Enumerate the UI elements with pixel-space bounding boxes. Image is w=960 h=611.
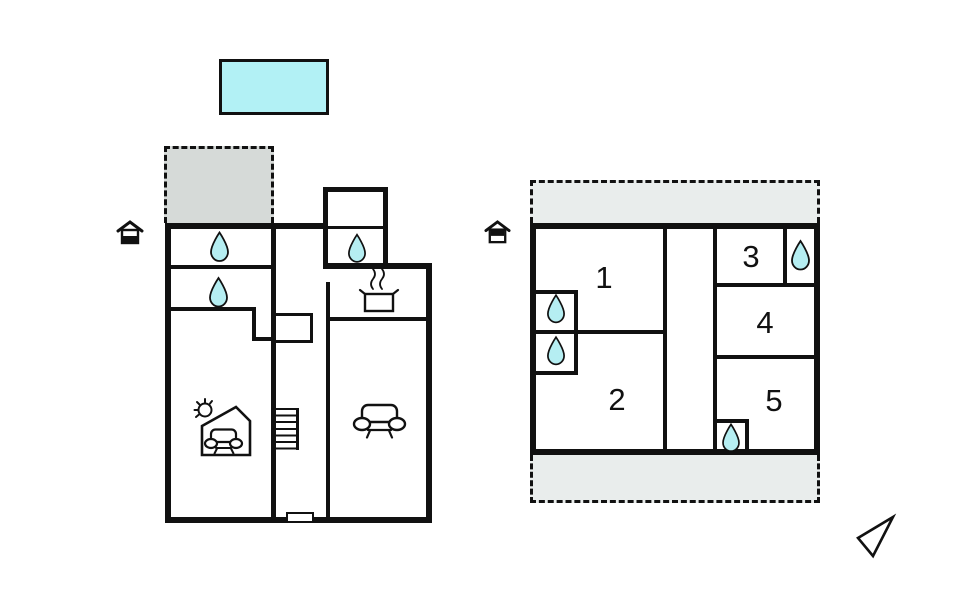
room-4-label: 4 (756, 305, 774, 340)
water-drop-icon (791, 239, 810, 271)
wall-segment (536, 330, 663, 334)
wall-segment (745, 419, 749, 455)
wall-segment (252, 307, 256, 341)
wall-segment (276, 340, 313, 343)
wall-segment (326, 317, 426, 321)
wall-segment (663, 229, 667, 449)
wall-segment (713, 419, 749, 423)
cooking-pot-icon (358, 268, 400, 313)
wall-segment (574, 290, 578, 375)
water-drop-icon (547, 293, 565, 324)
swimming-pool (219, 59, 329, 115)
water-drop-icon (547, 335, 565, 366)
terrace (530, 180, 820, 223)
door-threshold (286, 512, 314, 523)
wall-segment (326, 282, 330, 517)
wall-segment (426, 265, 432, 523)
wall-segment (165, 223, 171, 523)
water-drop-icon (722, 423, 740, 452)
wall-segment (165, 223, 328, 229)
wall-segment (323, 187, 328, 266)
wall-segment (323, 187, 388, 192)
entrance-house-icon (484, 220, 511, 244)
room-1-label: 1 (595, 260, 613, 295)
wall-segment (276, 313, 313, 316)
wall-segment (323, 263, 432, 269)
wall-segment (165, 265, 276, 269)
terrace (164, 146, 274, 223)
wall-segment (310, 313, 313, 343)
wall-segment (530, 223, 536, 455)
terrace (530, 455, 820, 503)
stairs (274, 408, 299, 450)
wall-segment (530, 449, 820, 455)
water-drop-icon (210, 231, 229, 262)
sofa-bed-house-icon (193, 398, 252, 457)
wall-segment (328, 226, 383, 229)
water-drop-icon (348, 233, 366, 263)
wall-segment (713, 229, 717, 449)
room-3-label: 3 (742, 239, 760, 274)
wall-segment (383, 187, 388, 266)
wall-segment (713, 283, 820, 287)
wall-segment (536, 371, 577, 375)
wall-segment (252, 337, 276, 341)
wall-segment (530, 223, 820, 229)
wall-segment (271, 229, 276, 517)
north-arrow-icon (856, 513, 897, 559)
wall-segment (814, 223, 820, 455)
water-drop-icon (209, 276, 228, 308)
room-2-label: 2 (608, 382, 626, 417)
wall-segment (165, 307, 256, 311)
entrance-house-icon (116, 220, 144, 245)
wall-segment (783, 229, 787, 287)
wall-segment (536, 290, 577, 294)
wall-segment (713, 355, 820, 359)
room-5-label: 5 (765, 383, 783, 418)
sofa-icon (352, 403, 407, 439)
